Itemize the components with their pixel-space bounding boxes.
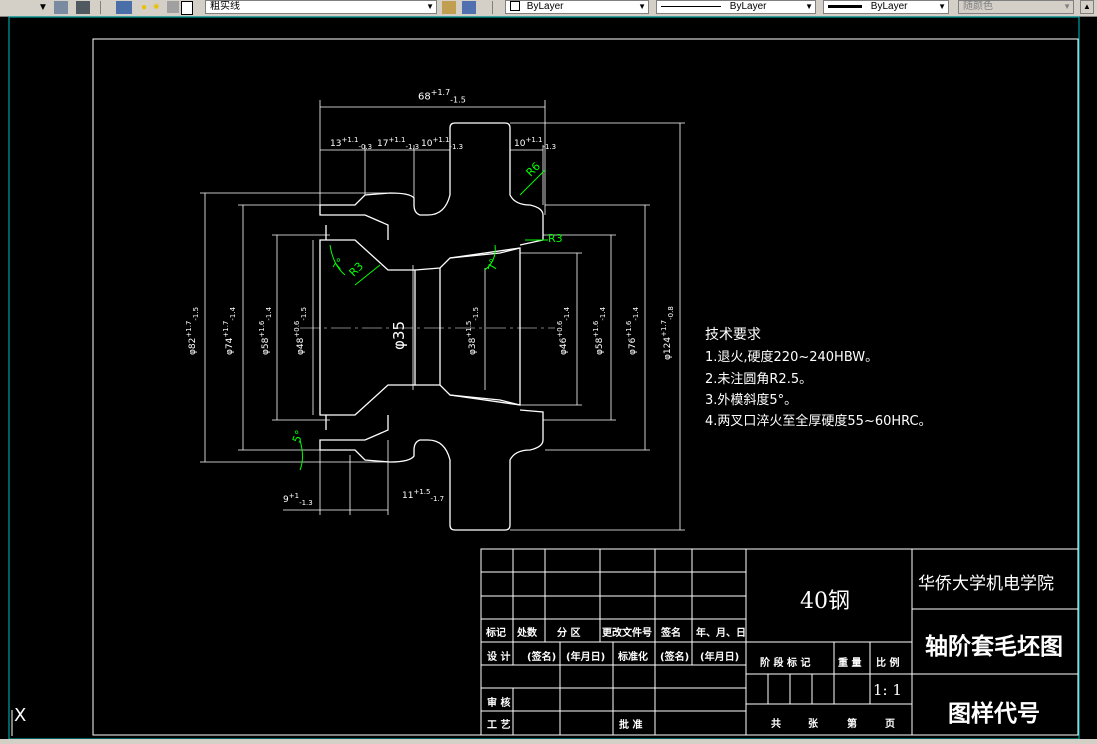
- layer-name: 粗实线: [210, 1, 240, 12]
- scale-value: 1: 1: [873, 681, 902, 699]
- dim-r3-right: R3: [548, 232, 563, 245]
- green-annotations: [299, 169, 548, 471]
- dim-phi76: φ76+1.6-1.4: [625, 306, 640, 355]
- dim-10a: 10+1.1-1.3: [421, 136, 464, 151]
- layer-dropdown[interactable]: 粗实线 ▼: [205, 0, 437, 14]
- header-date: 年、月、日: [696, 628, 746, 639]
- dim-phi35: φ35: [390, 321, 408, 350]
- header-zone: 分 区: [557, 628, 581, 639]
- header-mark: 标记: [486, 628, 506, 639]
- approve-label: 批 准: [619, 720, 643, 731]
- lineweight-value: ByLayer: [870, 1, 908, 12]
- notes-line-3: 3.外模斜度5°。: [705, 393, 798, 408]
- lineweight-dropdown[interactable]: ByLayer ▼: [823, 0, 949, 14]
- dim-phi58-right: φ58+1.6-1.4: [592, 306, 607, 355]
- dim-overall-length: 68+1.7-1.5: [418, 88, 466, 105]
- color-swatch-icon: [181, 1, 193, 15]
- scroll-up-icon[interactable]: ▲: [1080, 0, 1094, 14]
- linetype-value: ByLayer: [729, 1, 767, 12]
- chevron-down-icon: ▼: [938, 2, 946, 11]
- dim-phi46: φ46+0.6-1.4: [556, 306, 571, 355]
- properties-toolbar: ▼ ● ✷ 粗实线 ▼ ByLayer ▼ ByLayer ▼ ByLayer …: [0, 0, 1097, 17]
- dropdown-arrow-icon[interactable]: ▼: [38, 2, 48, 13]
- plotstyle-value: 随颜色: [963, 1, 993, 12]
- chevron-down-icon: ▼: [638, 2, 646, 11]
- title-block: [480, 548, 1079, 736]
- lock-icon[interactable]: [167, 1, 179, 13]
- dim-10b: 10+1.1-1.3: [514, 136, 557, 151]
- plotstyle-dropdown: 随颜色 ▼: [958, 0, 1074, 14]
- page-no-label: 第: [847, 719, 857, 730]
- dim-phi48: φ48+0.6-1.5: [293, 306, 308, 355]
- status-bar: [0, 739, 1097, 744]
- linetype-preview-icon: [661, 5, 721, 7]
- school-label: 华侨大学机电学院: [918, 574, 1054, 594]
- dim-phi82: φ82+1.7-1.5: [185, 306, 200, 355]
- sheets-label: 张: [808, 719, 818, 730]
- layer-previous-icon[interactable]: [76, 1, 90, 14]
- color-value: ByLayer: [526, 1, 564, 12]
- make-current-layer-icon[interactable]: [442, 1, 456, 14]
- layer-tool-icon[interactable]: [54, 1, 68, 14]
- design-sign: (签名): [527, 652, 557, 663]
- part-outline: [319, 122, 544, 531]
- std-date: (年月日): [700, 652, 740, 663]
- layer-properties-icon[interactable]: [116, 1, 132, 14]
- drawing-canvas[interactable]: [0, 16, 1097, 739]
- dim-phi38: φ38+1.5-1.5: [465, 306, 480, 355]
- dim-13: 13+1.1-0.3: [330, 136, 373, 151]
- drawing-code-label: 图样代号: [948, 700, 1040, 727]
- dim-17: 17+1.1-1.3: [377, 136, 420, 151]
- std-sign: (签名): [660, 652, 690, 663]
- chevron-down-icon: ▼: [805, 2, 813, 11]
- process-label: 工 艺: [487, 720, 511, 731]
- viewport-border: [8, 16, 1080, 739]
- dim-phi74: φ74+1.7-1.4: [222, 306, 237, 355]
- color-swatch-icon: [510, 1, 520, 12]
- color-dropdown[interactable]: ByLayer ▼: [505, 0, 649, 14]
- design-date: (年月日): [566, 652, 606, 663]
- total-label: 共: [771, 719, 781, 730]
- material-label: 40钢: [800, 589, 850, 614]
- dim-angle-7-right: 7°: [485, 257, 501, 272]
- stage-label: 阶 段 标 记: [760, 658, 811, 669]
- ucs-x-label: X: [14, 705, 27, 726]
- weight-label: 重 量: [838, 658, 862, 669]
- notes-line-4: 4.两叉口淬火至全厚硬度55~60HRC。: [705, 414, 932, 429]
- header-count: 处数: [517, 628, 537, 639]
- standard-label: 标准化: [618, 652, 648, 663]
- dim-phi124: φ124+1.7-0.8: [660, 306, 675, 360]
- dimension-lines: [200, 100, 685, 531]
- header-sign: 签名: [661, 628, 681, 639]
- sun-icon[interactable]: ✷: [152, 2, 161, 13]
- ratio-label: 比 例: [876, 658, 900, 669]
- dim-11: 11+1.5-1.7: [402, 488, 445, 503]
- linetype-dropdown[interactable]: ByLayer ▼: [656, 0, 816, 14]
- design-label: 设 计: [487, 652, 511, 663]
- review-label: 审 核: [487, 698, 511, 709]
- header-docno: 更改文件号: [602, 628, 652, 639]
- dim-9: 9+1-1.3: [283, 492, 313, 507]
- notes-line-1: 1.退火,硬度220~240HBW。: [705, 350, 879, 365]
- chevron-down-icon: ▼: [426, 2, 434, 11]
- page-label: 页: [885, 719, 895, 730]
- dim-phi58-left: φ58+1.6-1.4: [258, 306, 273, 355]
- layer-previous-state-icon[interactable]: [462, 1, 476, 14]
- drawing-name-label: 轴阶套毛坯图: [925, 633, 1063, 660]
- lineweight-preview-icon: [828, 4, 862, 8]
- chevron-down-icon: ▼: [1063, 2, 1071, 11]
- lightbulb-icon[interactable]: ●: [141, 2, 148, 13]
- notes-line-2: 2.未注圆角R2.5。: [705, 372, 813, 387]
- notes-title: 技术要求: [705, 327, 761, 343]
